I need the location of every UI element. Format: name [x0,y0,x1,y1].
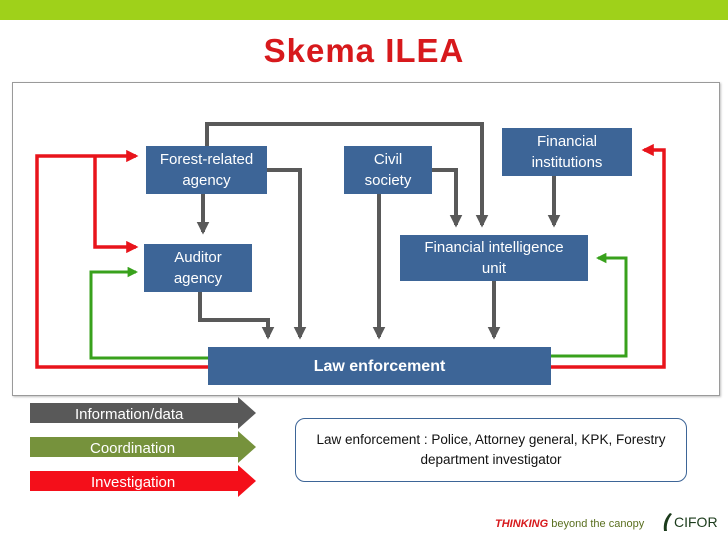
footer-thinking: THINKING [495,518,549,530]
investigation-arrow-to-auditor [93,156,139,254]
legend-label-coordination: Coordination [90,440,176,457]
legend-arrow-investigation [30,465,256,497]
node-forest-related-agency: Forest-related agency [146,146,267,194]
node-law-enforcement: Law enforcement [208,347,551,385]
footer-tagline-rest: beyond the canopy [551,518,645,530]
coordination-arrow-law-to-auditor [89,266,208,360]
legend-label-information: Information/data [75,406,184,423]
info-arrow-forest-to-law [267,168,307,340]
coordination-arrow-law-to-fiu [551,252,628,358]
legend-arrow-information [30,397,256,429]
investigation-arrow-law-to-forest [35,149,208,369]
node-financial-institutions: Financial institutions [502,128,632,176]
page-title: Skema ILEA [263,32,465,69]
legend-label-investigation: Investigation [91,474,176,491]
cifor-leaf-icon [663,513,672,531]
cifor-logo: CIFOR [662,512,718,532]
cifor-logo-text: CIFOR [674,514,718,530]
law-enforcement-note: Law enforcement : Police, Attorney gener… [295,418,687,482]
node-civil-society: Civil society [344,146,432,194]
legend-arrow-coordination [30,431,256,463]
info-arrow-civil-to-fiu [432,168,463,228]
info-arrow-forest-to-fiu-top [205,122,489,228]
investigation-arrow-law-to-fi [551,143,666,369]
node-financial-intelligence-unit: Financial intelligence unit [400,235,588,281]
info-arrow-auditor-to-law [198,292,275,340]
node-auditor-agency: Auditor agency [144,244,252,292]
top-accent-bar [0,0,728,20]
footer-tagline: THINKING beyond the canopy [495,518,644,530]
